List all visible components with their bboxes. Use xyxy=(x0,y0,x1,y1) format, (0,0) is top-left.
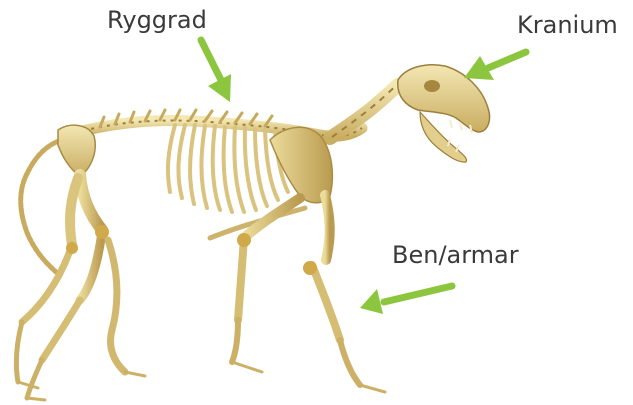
label-spine: Ryggrad xyxy=(107,8,207,32)
label-legs: Ben/armar xyxy=(392,243,519,267)
arrow-legs xyxy=(360,286,452,314)
hind-leg xyxy=(16,175,145,400)
rib-cage xyxy=(168,125,288,212)
front-legs xyxy=(232,195,385,392)
skull xyxy=(398,65,490,162)
pelvis xyxy=(58,125,95,176)
arrow-spine xyxy=(201,40,231,102)
arrow-skull xyxy=(464,52,526,80)
label-skull: Kranium xyxy=(517,13,618,37)
